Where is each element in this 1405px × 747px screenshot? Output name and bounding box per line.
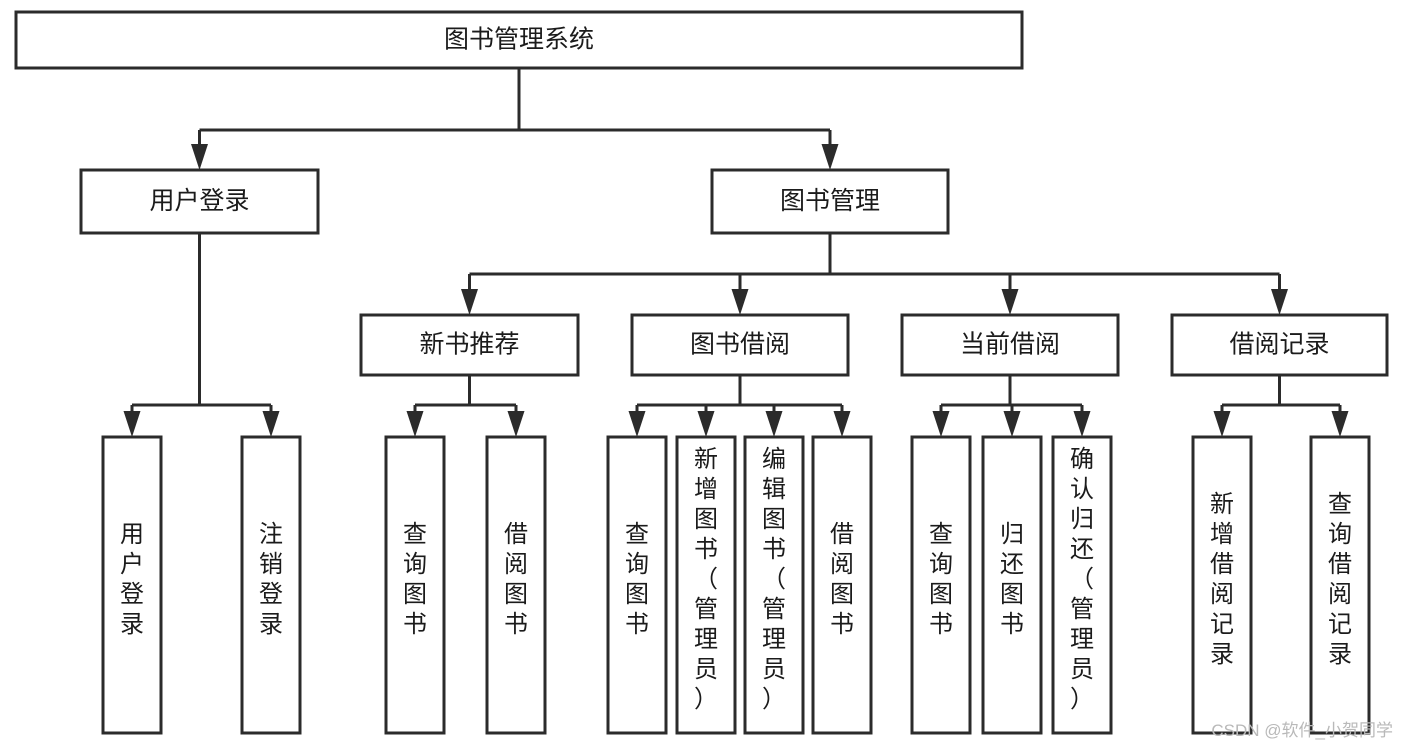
- node-label-leaf-2: 注销登录: [259, 521, 283, 638]
- node-box-record: [1170, 313, 1389, 377]
- node-box-leaf-9: [910, 435, 972, 735]
- node-bookmgmt[interactable]: 图书管理: [710, 168, 950, 235]
- node-leaf-6[interactable]: 新增图书（管理员）: [675, 435, 737, 735]
- node-box-leaf-6: [675, 435, 737, 735]
- node-box-bookmgmt: [710, 168, 950, 235]
- node-leaf-1[interactable]: 用户登录: [101, 435, 163, 735]
- node-root[interactable]: 图书管理系统: [14, 10, 1024, 70]
- node-label-leaf-5: 查询图书: [625, 521, 649, 638]
- node-label-login: 用户登录: [149, 187, 249, 215]
- node-label-root: 图书管理系统: [444, 26, 594, 54]
- node-label-leaf-4: 借阅图书: [504, 521, 528, 638]
- node-box-leaf-13: [1309, 435, 1371, 735]
- node-box-current: [900, 313, 1120, 377]
- node-leaf-11[interactable]: 确认归还（管理员）: [1051, 435, 1113, 735]
- node-label-leaf-8: 借阅图书: [830, 521, 854, 638]
- node-label-bookmgmt: 图书管理: [780, 187, 880, 215]
- node-record[interactable]: 借阅记录: [1170, 313, 1389, 377]
- node-label-leaf-1: 用户登录: [120, 521, 144, 638]
- node-box-leaf-8: [811, 435, 873, 735]
- node-label-leaf-9: 查询图书: [929, 521, 953, 638]
- node-box-login: [79, 168, 320, 235]
- node-label-leaf-10: 归还图书: [1000, 521, 1024, 638]
- node-borrow[interactable]: 图书借阅: [630, 313, 850, 377]
- node-box-leaf-4: [485, 435, 547, 735]
- node-label-borrow: 图书借阅: [690, 331, 790, 359]
- node-leaf-8[interactable]: 借阅图书: [811, 435, 873, 735]
- node-label-newbook: 新书推荐: [419, 331, 519, 359]
- node-label-leaf-6: 新增图书（管理员）: [694, 446, 718, 713]
- node-leaf-13[interactable]: 查询借阅记录: [1309, 435, 1371, 735]
- node-box-leaf-1: [101, 435, 163, 735]
- node-box-leaf-2: [240, 435, 302, 735]
- node-box-leaf-10: [981, 435, 1043, 735]
- node-leaf-2[interactable]: 注销登录: [240, 435, 302, 735]
- node-box-newbook: [359, 313, 580, 377]
- node-box-leaf-12: [1191, 435, 1253, 735]
- node-leaf-10[interactable]: 归还图书: [981, 435, 1043, 735]
- node-box-borrow: [630, 313, 850, 377]
- node-newbook[interactable]: 新书推荐: [359, 313, 580, 377]
- node-login[interactable]: 用户登录: [79, 168, 320, 235]
- csdn-watermark: CSDN @软件_小贺同学: [1211, 721, 1393, 740]
- node-box-root: [14, 10, 1024, 70]
- node-label-leaf-12: 新增借阅记录: [1210, 491, 1234, 668]
- node-label-leaf-11: 确认归还（管理员）: [1070, 446, 1094, 713]
- node-leaf-5[interactable]: 查询图书: [606, 435, 668, 735]
- connector-layer: [123, 68, 1349, 437]
- node-box-leaf-11: [1051, 435, 1113, 735]
- node-label-leaf-13: 查询借阅记录: [1328, 491, 1352, 668]
- node-leaf-4[interactable]: 借阅图书: [485, 435, 547, 735]
- node-label-leaf-7: 编辑图书（管理员）: [762, 446, 786, 713]
- node-box-leaf-3: [384, 435, 446, 735]
- node-leaf-3[interactable]: 查询图书: [384, 435, 446, 735]
- node-leaf-12[interactable]: 新增借阅记录: [1191, 435, 1253, 735]
- node-label-record: 借阅记录: [1229, 331, 1329, 359]
- node-leaf-7[interactable]: 编辑图书（管理员）: [743, 435, 805, 735]
- node-leaf-9[interactable]: 查询图书: [910, 435, 972, 735]
- node-label-current: 当前借阅: [960, 331, 1060, 359]
- node-label-leaf-3: 查询图书: [403, 521, 427, 638]
- node-box-leaf-7: [743, 435, 805, 735]
- node-layer: 图书管理系统用户登录图书管理新书推荐图书借阅当前借阅借阅记录用户登录注销登录查询…: [14, 10, 1389, 735]
- node-current[interactable]: 当前借阅: [900, 313, 1120, 377]
- node-box-leaf-5: [606, 435, 668, 735]
